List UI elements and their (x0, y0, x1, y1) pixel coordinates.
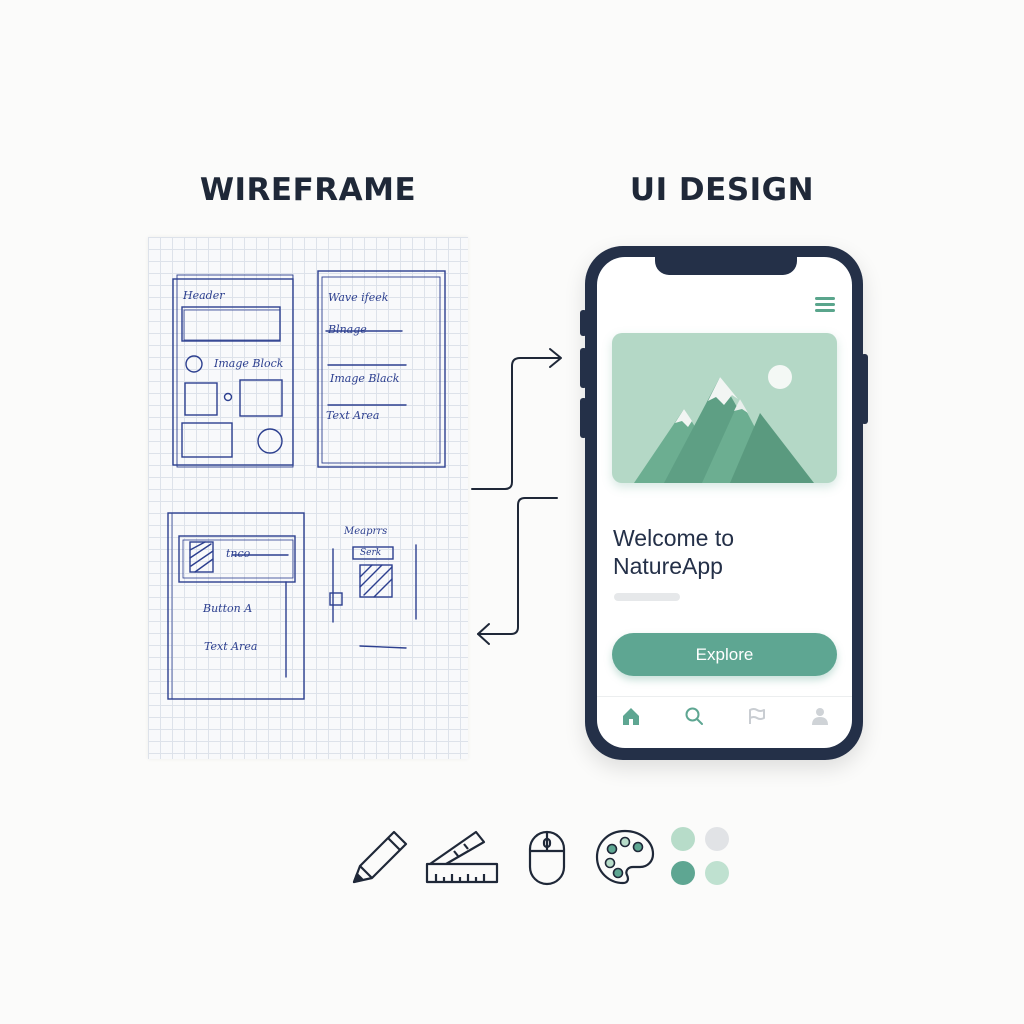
sketch-frame-3 (167, 512, 305, 700)
menu-icon[interactable] (815, 297, 835, 313)
sketch-label-text-area-1: Text Area (326, 409, 380, 422)
welcome-line-1: Welcome to (613, 525, 735, 551)
profile-icon[interactable] (809, 705, 831, 727)
sketch-label-button: Button A (203, 602, 253, 615)
flag-icon[interactable] (746, 705, 768, 727)
subtitle-placeholder (614, 593, 680, 601)
sketch-label-image-block: Image Block (214, 357, 284, 370)
sketch-label-small-tag: Serk (360, 548, 382, 558)
sun-icon (768, 365, 792, 389)
home-icon[interactable] (620, 705, 642, 727)
mouse-icon (528, 830, 566, 886)
wireframe-sketch-drawing (167, 270, 446, 700)
sketch-label-small-heading: Meaprrs (344, 526, 388, 537)
sketch-label-text-area-2: Text Area (204, 640, 258, 653)
welcome-title: Welcome to NatureApp (613, 524, 833, 580)
sketch-label-top-right-1: Wave ifeek (328, 291, 389, 304)
color-swatch-gray (705, 827, 729, 851)
sketch-input-bar (178, 535, 296, 583)
phone-notch (655, 254, 797, 275)
hero-image (612, 333, 837, 483)
tab-bar-divider (597, 696, 852, 697)
explore-button[interactable]: Explore (612, 633, 837, 676)
arrow-to-wireframe-head (477, 623, 490, 645)
pencil-icon (352, 830, 408, 884)
welcome-line-2: NatureApp (613, 553, 723, 579)
color-swatch-light-green (705, 861, 729, 885)
sketch-label-input: tnco (226, 547, 251, 560)
wireframe-sketch-paper: Header Image Block Wave ifeek Blnage Ima… (148, 237, 468, 759)
sketch-label-image-black: Image Black (330, 372, 400, 385)
ruler-icon (425, 830, 499, 884)
sketch-label-top-right-2: Blnage (328, 323, 367, 336)
ui-design-heading: UI DESIGN (629, 172, 815, 208)
search-icon[interactable] (683, 705, 705, 727)
phone-side-button (580, 310, 587, 336)
phone-volume-up (580, 348, 587, 388)
color-swatch-mint (671, 827, 695, 851)
wireframe-heading: WIREFRAME (199, 172, 417, 208)
phone-volume-down (580, 398, 587, 438)
color-swatch-green (671, 861, 695, 885)
sketch-label-header: Header (183, 289, 225, 302)
phone-power-button (861, 354, 868, 424)
palette-icon (595, 829, 655, 885)
sketch-header-box (181, 306, 281, 342)
arrow-to-wireframe (477, 497, 558, 635)
mountain-illustration (634, 365, 814, 483)
sketch-frame-2 (317, 270, 446, 468)
arrow-to-ui (471, 357, 561, 490)
arrow-to-ui-head (549, 348, 562, 368)
